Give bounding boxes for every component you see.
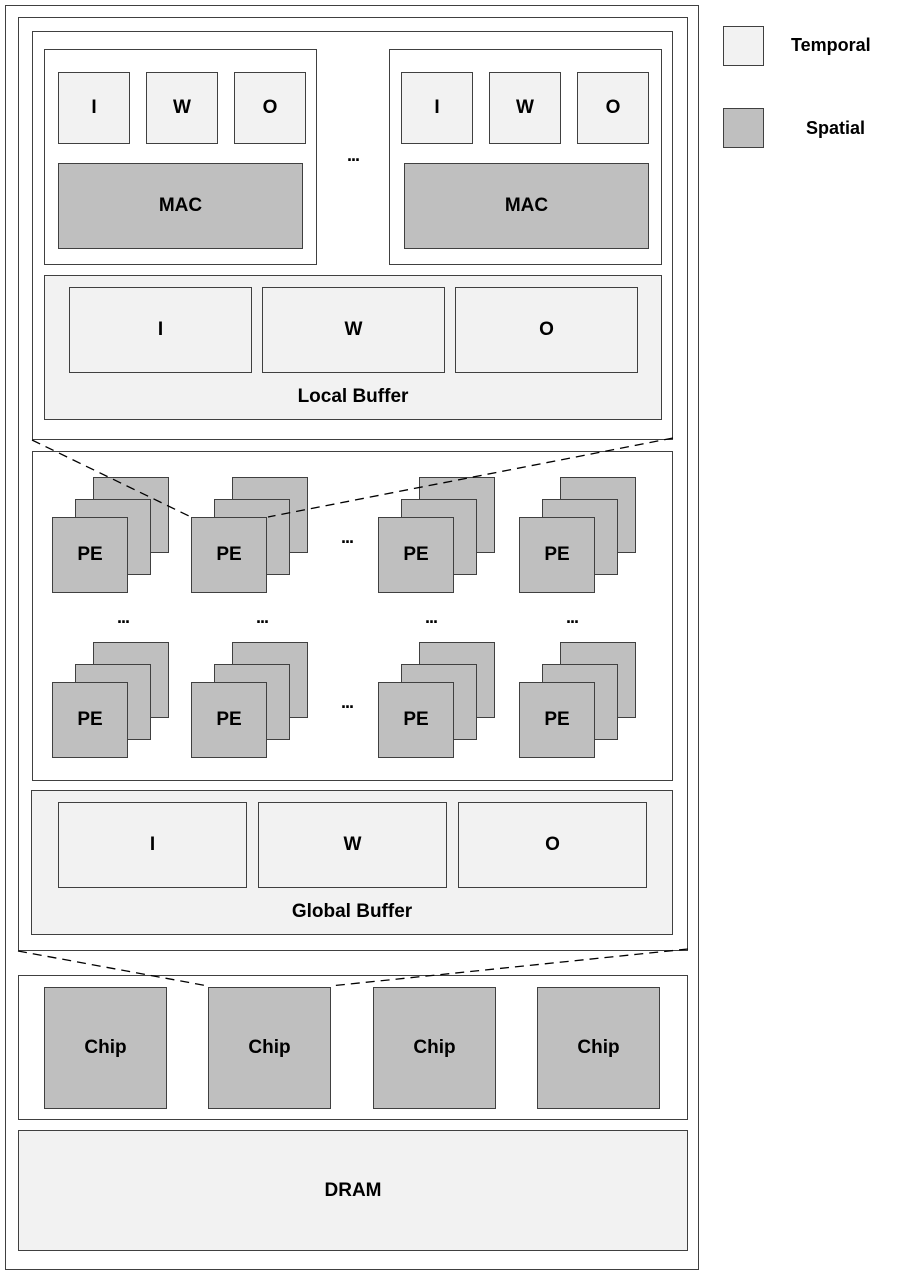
local-buffer-input: I: [69, 287, 252, 373]
local-buffer: I W O Local Buffer: [44, 275, 662, 420]
pe-detail-left: I W O MAC: [44, 49, 317, 265]
pe-block: PE: [52, 682, 128, 758]
pe-column-ellipsis: ...: [424, 607, 438, 627]
chip: Chip: [373, 987, 496, 1109]
global-buffer: I W O Global Buffer: [31, 790, 673, 935]
chip-array-frame: Chip Chip Chip Chip: [18, 975, 688, 1120]
pe-input-reg: I: [401, 72, 473, 144]
chip: Chip: [537, 987, 660, 1109]
legend-temporal-label: Temporal: [791, 35, 871, 55]
pe-block: PE: [191, 517, 267, 593]
pe-column-ellipsis: ...: [255, 607, 269, 627]
global-buffer-label: Global Buffer: [291, 901, 413, 922]
pe-block: PE: [378, 517, 454, 593]
pe-detail-right: I W O MAC: [389, 49, 662, 265]
pe-block: PE: [191, 682, 267, 758]
global-buffer-input: I: [58, 802, 247, 888]
pe-column-ellipsis: ...: [565, 607, 579, 627]
mac-unit: MAC: [58, 163, 303, 249]
chip: Chip: [208, 987, 331, 1109]
pe-block: PE: [519, 517, 595, 593]
local-buffer-label: Local Buffer: [297, 386, 409, 407]
legend-temporal-swatch: [723, 26, 764, 66]
mac-unit: MAC: [404, 163, 649, 249]
pe-weight-reg: W: [146, 72, 218, 144]
pe-row-ellipsis: ...: [340, 527, 354, 547]
global-buffer-weight: W: [258, 802, 447, 888]
pe-row-ellipsis: ...: [340, 692, 354, 712]
pe-block: PE: [519, 682, 595, 758]
pe-output-reg: O: [577, 72, 649, 144]
global-buffer-output: O: [458, 802, 647, 888]
dram: DRAM: [18, 1130, 688, 1251]
local-buffer-weight: W: [262, 287, 445, 373]
chip: Chip: [44, 987, 167, 1109]
pe-weight-reg: W: [489, 72, 561, 144]
pe-block: PE: [378, 682, 454, 758]
legend-spatial-label: Spatial: [806, 118, 866, 138]
legend-spatial-swatch: [723, 108, 764, 148]
pe-input-reg: I: [58, 72, 130, 144]
pe-column-ellipsis: ...: [116, 607, 130, 627]
pe-block: PE: [52, 517, 128, 593]
pe-output-reg: O: [234, 72, 306, 144]
pe-ellipsis: ...: [346, 145, 360, 165]
local-buffer-output: O: [455, 287, 638, 373]
